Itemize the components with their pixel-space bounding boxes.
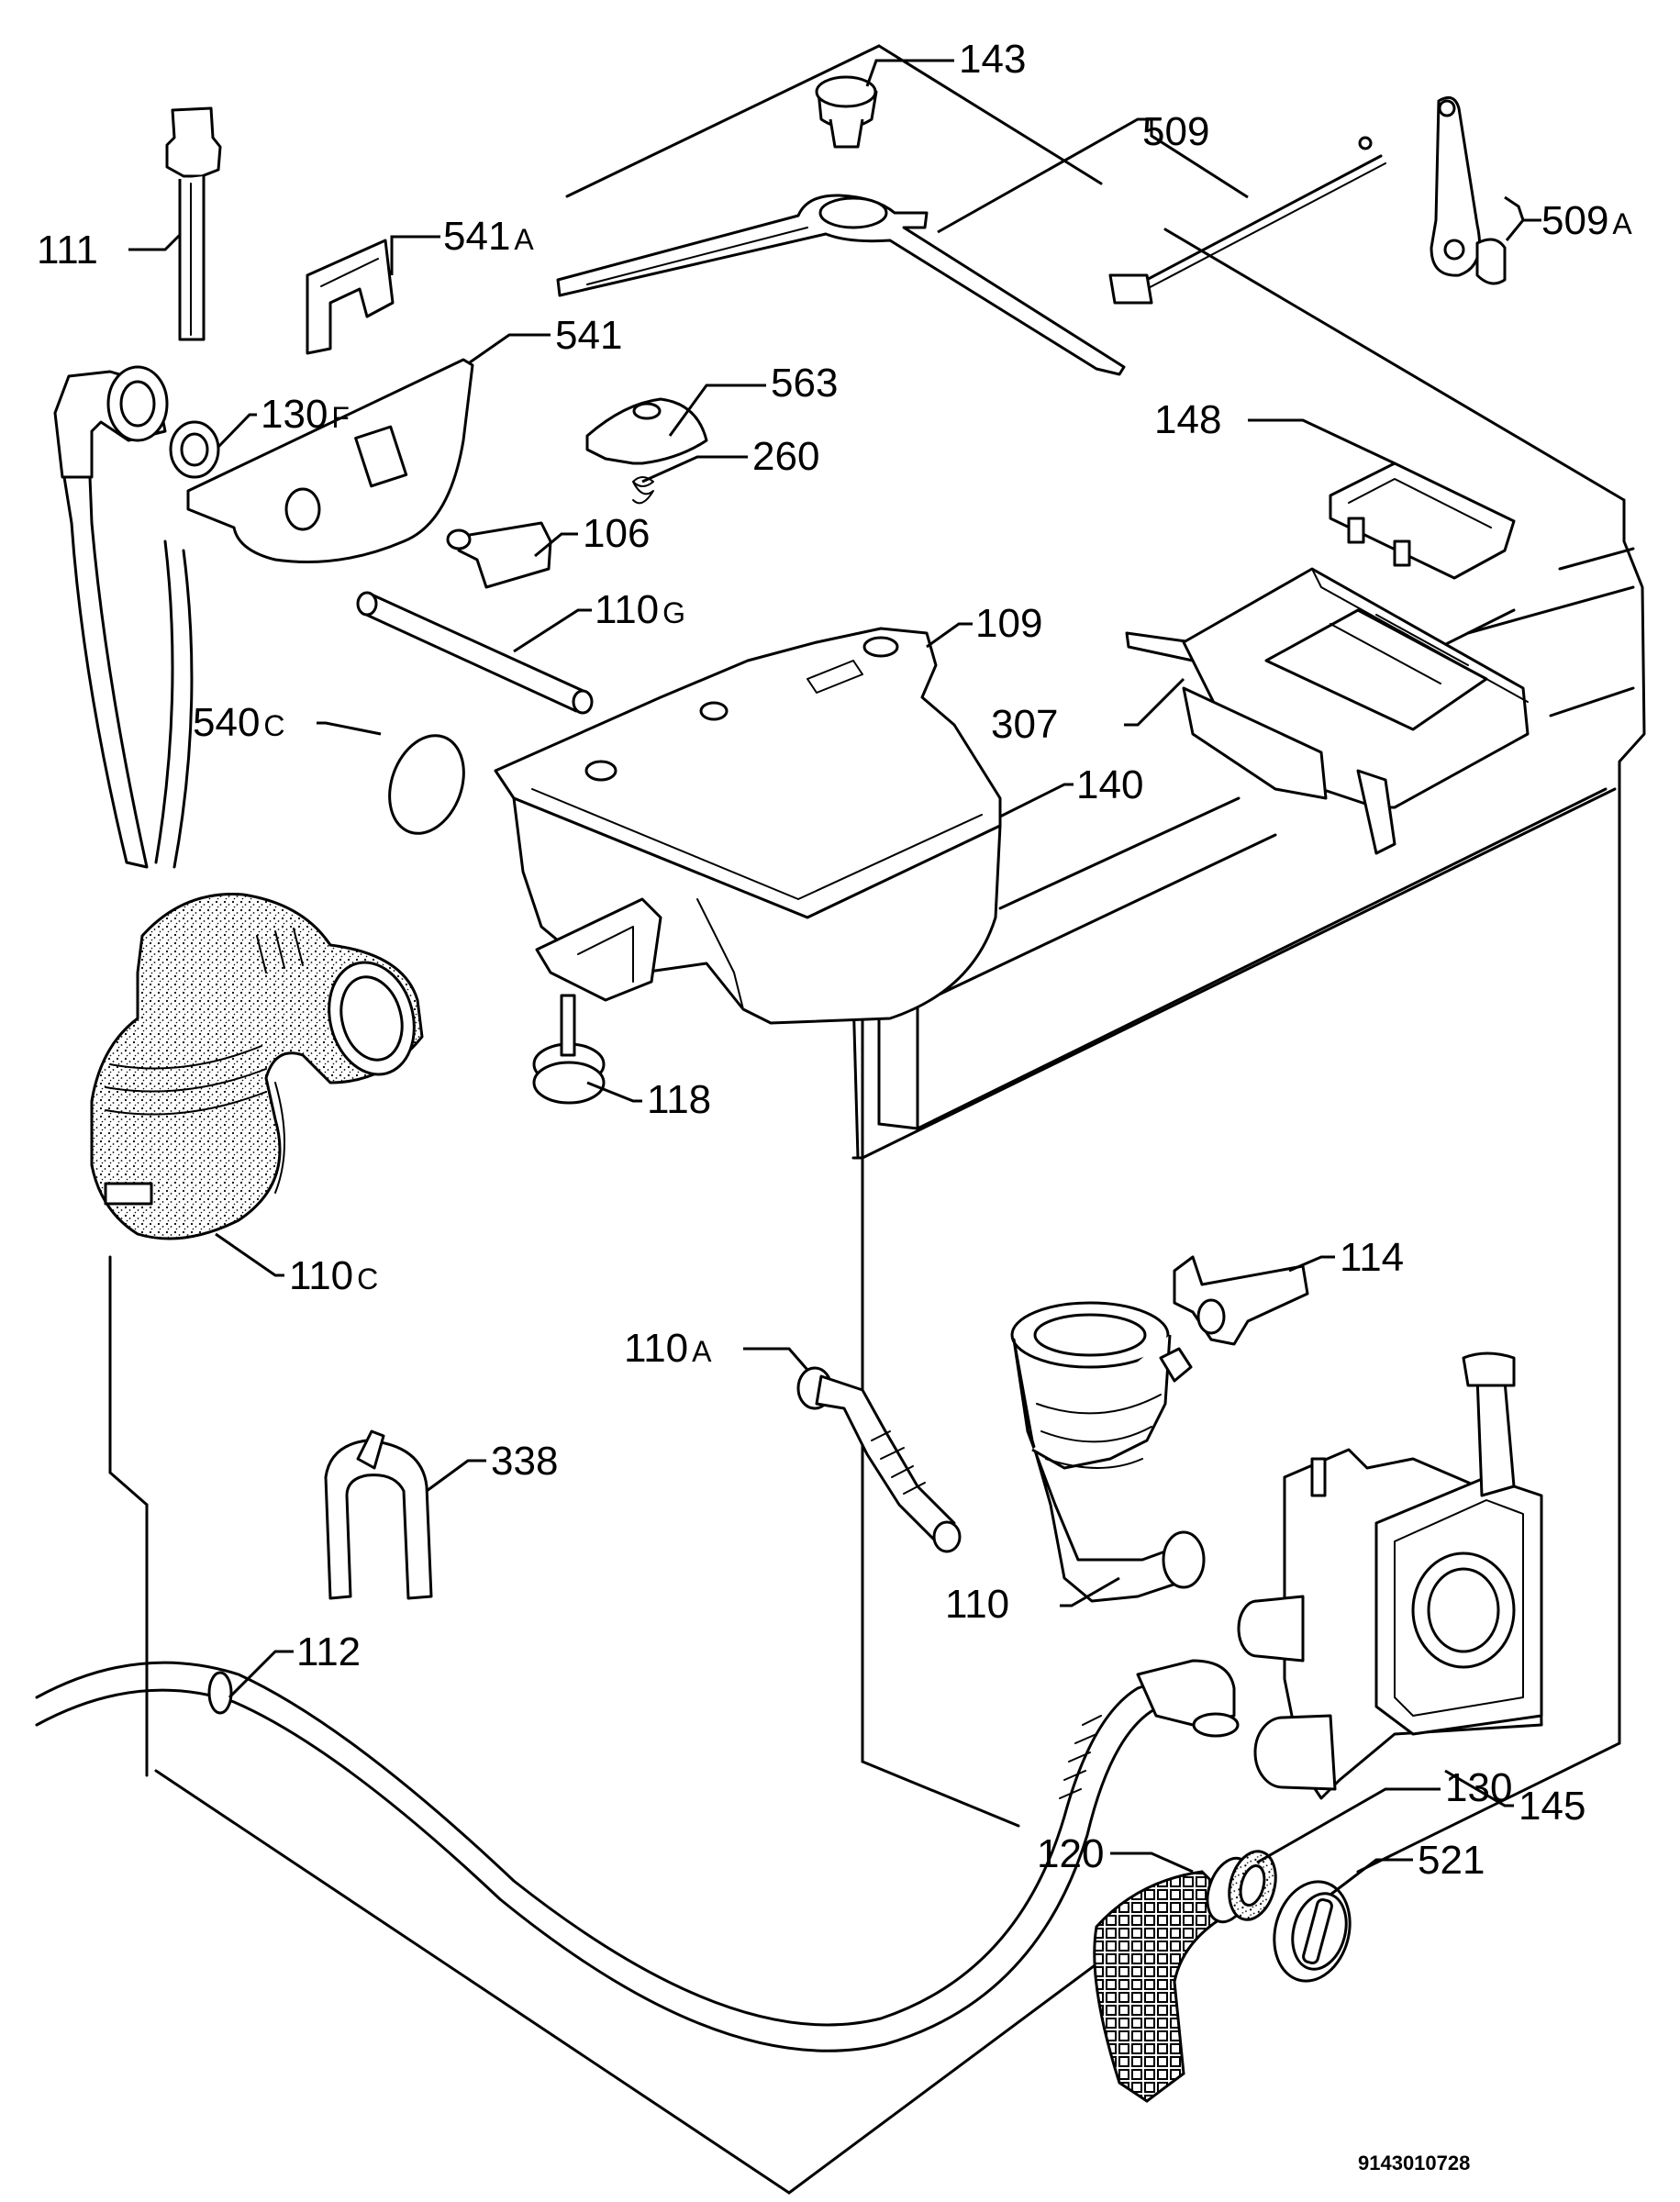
- label-number: 540: [193, 700, 260, 745]
- part-541a-shape: [306, 239, 395, 355]
- label-number: 106: [583, 511, 650, 556]
- label-suffix: A: [1612, 207, 1632, 240]
- label-p563: 563: [771, 361, 838, 406]
- part-148-shape: [1329, 462, 1516, 580]
- label-suffix: A: [514, 223, 534, 256]
- label-suffix: C: [357, 1262, 378, 1296]
- label-p120: 120: [1037, 1831, 1104, 1876]
- label-p541: 541: [555, 313, 622, 358]
- label-p109: 109: [975, 601, 1042, 646]
- leader-lines: [128, 59, 1541, 1896]
- label-p140: 140: [1076, 762, 1143, 807]
- label-p106: 106: [583, 511, 650, 556]
- label-number: 509: [1541, 198, 1608, 243]
- label-number: 148: [1154, 397, 1221, 442]
- part-509a-shape: [1430, 95, 1507, 285]
- label-number: 541: [555, 313, 622, 358]
- part-140-shape: [535, 897, 744, 1010]
- label-number: 110: [595, 587, 659, 632]
- part-145-shape: [1237, 1351, 1543, 1800]
- part-112-shape: [35, 1659, 1240, 2052]
- label-suffix: G: [662, 596, 685, 629]
- part-106-shape: [446, 521, 552, 589]
- part-111-shape: [165, 106, 222, 341]
- label-number: 118: [647, 1077, 711, 1122]
- part-509-rod-shape: [1108, 136, 1386, 305]
- label-number: 110: [945, 1582, 1009, 1627]
- label-p114: 114: [1340, 1235, 1404, 1280]
- label-p521: 521: [1418, 1838, 1485, 1883]
- label-number: 130: [261, 392, 328, 437]
- part-338-shape: [324, 1429, 433, 1600]
- label-p148: 148: [1154, 397, 1221, 442]
- label-p145: 145: [1519, 1784, 1585, 1829]
- label-number: 307: [991, 702, 1058, 747]
- label-number: 563: [771, 361, 838, 406]
- part-110-shape: [1010, 1301, 1206, 1603]
- part-541-shape: [186, 358, 474, 563]
- label-number: 110: [624, 1326, 688, 1371]
- label-suffix: F: [331, 401, 350, 434]
- label-number: 140: [1076, 762, 1143, 807]
- label-number: 110: [289, 1253, 353, 1298]
- part-130f-shape: [169, 420, 220, 479]
- part-307-shape: [1125, 567, 1530, 855]
- inlet-elbow-shape: [53, 365, 194, 869]
- cabinet-outline: [108, 44, 1646, 2195]
- label-number: 541: [443, 214, 510, 259]
- label-suffix: A: [692, 1335, 712, 1368]
- part-110a-shape: [796, 1366, 962, 1553]
- label-number: 260: [752, 434, 819, 479]
- part-143-shape: [815, 75, 878, 149]
- label-number: 109: [975, 601, 1042, 646]
- label-number: 111: [37, 228, 98, 272]
- part-563-shape: [585, 397, 708, 465]
- part-509-shape: [556, 194, 1126, 376]
- label-p130: 130: [1445, 1765, 1512, 1810]
- label-number: 521: [1418, 1838, 1485, 1883]
- part-114-shape: [1173, 1255, 1309, 1346]
- label-p118: 118: [647, 1077, 711, 1122]
- label-p509: 509: [1142, 109, 1209, 154]
- label-number: 145: [1519, 1784, 1585, 1829]
- label-p112: 112: [296, 1629, 361, 1674]
- part-110g-shape: [356, 591, 594, 715]
- label-p110: 110: [945, 1582, 1009, 1627]
- part-118-shape: [532, 994, 606, 1105]
- part-540c-shape: [388, 734, 465, 835]
- label-p307: 307: [991, 702, 1058, 747]
- label-p338: 338: [491, 1439, 558, 1484]
- label-number: 143: [959, 37, 1026, 82]
- part-130-shape: [1228, 1850, 1277, 1921]
- label-p111: 111: [37, 228, 98, 272]
- label-number: 112: [296, 1629, 361, 1674]
- drawing-code: 9143010728: [1358, 2152, 1470, 2174]
- label-number: 130: [1445, 1765, 1512, 1810]
- label-number: 120: [1037, 1831, 1104, 1876]
- part-521-shape: [1273, 1880, 1352, 1983]
- part-260-shape: [632, 476, 654, 505]
- label-number: 338: [491, 1439, 558, 1484]
- label-suffix: C: [263, 709, 284, 742]
- label-p260: 260: [752, 434, 819, 479]
- label-p143: 143: [959, 37, 1026, 82]
- label-number: 114: [1340, 1235, 1404, 1280]
- label-number: 509: [1142, 109, 1209, 154]
- part-110c-shape: [90, 893, 424, 1240]
